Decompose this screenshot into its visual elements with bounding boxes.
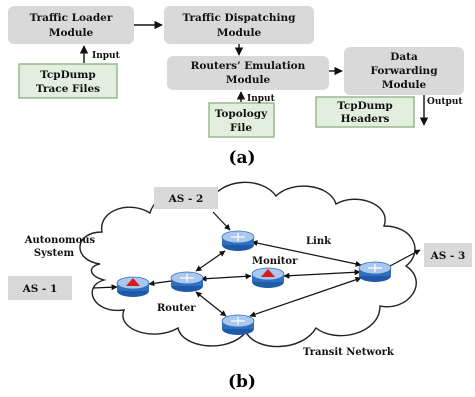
link-as3 xyxy=(389,249,421,267)
monitor-mark-icon xyxy=(126,278,140,286)
input-label-1: Input xyxy=(92,51,121,61)
tcpdump-trace-files-box: TcpDump Trace Files xyxy=(18,63,118,99)
tcpdump-headers-box: TcpDump Headers xyxy=(315,96,415,128)
as1-box: AS - 1 xyxy=(8,276,72,300)
link-as1 xyxy=(92,284,118,291)
transit-network-label: Transit Network xyxy=(303,347,395,358)
data-forwarding-line2: Forwarding xyxy=(370,65,438,77)
output-label: Output xyxy=(427,97,463,107)
router-main xyxy=(170,271,204,292)
topology-line1: Topology xyxy=(215,108,268,120)
monitor-mark-icon xyxy=(261,269,275,277)
link-router-bottom xyxy=(195,291,227,317)
as3-box: AS - 3 xyxy=(424,243,472,267)
routers-emulation-line1: Routers’ Emulation xyxy=(191,60,306,72)
traffic-dispatching-module: Traffic Dispatching Module xyxy=(164,6,314,44)
as2-box: AS - 2 xyxy=(154,187,218,209)
tcpdump-headers-line1: TcpDump xyxy=(337,100,393,112)
tcpdump-trace-line2: Trace Files xyxy=(36,83,100,95)
network-links xyxy=(92,211,421,318)
data-forwarding-module: Data Forwarding Module xyxy=(344,47,464,95)
caption-a: (a) xyxy=(228,148,255,168)
autonomous-system-line1: Autonomous xyxy=(24,235,96,246)
traffic-dispatching-line1: Traffic Dispatching xyxy=(182,12,296,24)
router-edge-right xyxy=(358,261,392,282)
router-top xyxy=(221,230,255,251)
topology-line2: File xyxy=(230,122,252,134)
data-forwarding-line1: Data xyxy=(390,51,418,63)
tcpdump-headers-line2: Headers xyxy=(341,113,390,125)
link-router-monitor xyxy=(200,273,252,282)
routers-emulation-module: Routers’ Emulation Module xyxy=(167,56,329,90)
link-router-top xyxy=(195,250,226,272)
router-label: Router xyxy=(157,303,196,314)
panel-a: Traffic Loader Module Traffic Dispatchin… xyxy=(8,6,464,168)
router-bottom xyxy=(221,314,255,335)
router-cross-icon xyxy=(231,317,245,325)
as2-label: AS - 2 xyxy=(168,193,204,205)
link-as2 xyxy=(212,211,231,231)
monitor-label: Monitor xyxy=(252,256,298,267)
traffic-loader-module: Traffic Loader Module xyxy=(8,6,134,44)
traffic-loader-line2: Module xyxy=(49,27,94,39)
tcpdump-trace-line1: TcpDump xyxy=(40,69,96,81)
router-monitor xyxy=(251,267,285,288)
traffic-loader-line1: Traffic Loader xyxy=(30,12,113,24)
caption-b: (b) xyxy=(228,372,256,392)
router-edge-left xyxy=(116,276,150,297)
router-cross-icon xyxy=(368,264,382,272)
router-cross-icon xyxy=(180,274,194,282)
topology-file-box: Topology File xyxy=(208,102,275,138)
link-label: Link xyxy=(306,236,332,247)
panel-b: AS - 1 AS - 2 AS - 3 Autonomous System L… xyxy=(8,181,472,392)
autonomous-system-line2: System xyxy=(34,248,75,259)
router-cross-icon xyxy=(231,233,245,241)
as3-label: AS - 3 xyxy=(430,250,466,262)
link-bottom-right xyxy=(249,276,362,318)
link-top-right xyxy=(251,240,362,267)
data-forwarding-line3: Module xyxy=(382,79,427,91)
traffic-dispatching-line2: Module xyxy=(217,27,262,39)
link-monitor-right xyxy=(283,269,361,279)
routers-emulation-line2: Module xyxy=(226,74,271,86)
input-label-2: Input xyxy=(247,94,276,104)
as1-label: AS - 1 xyxy=(22,283,58,295)
